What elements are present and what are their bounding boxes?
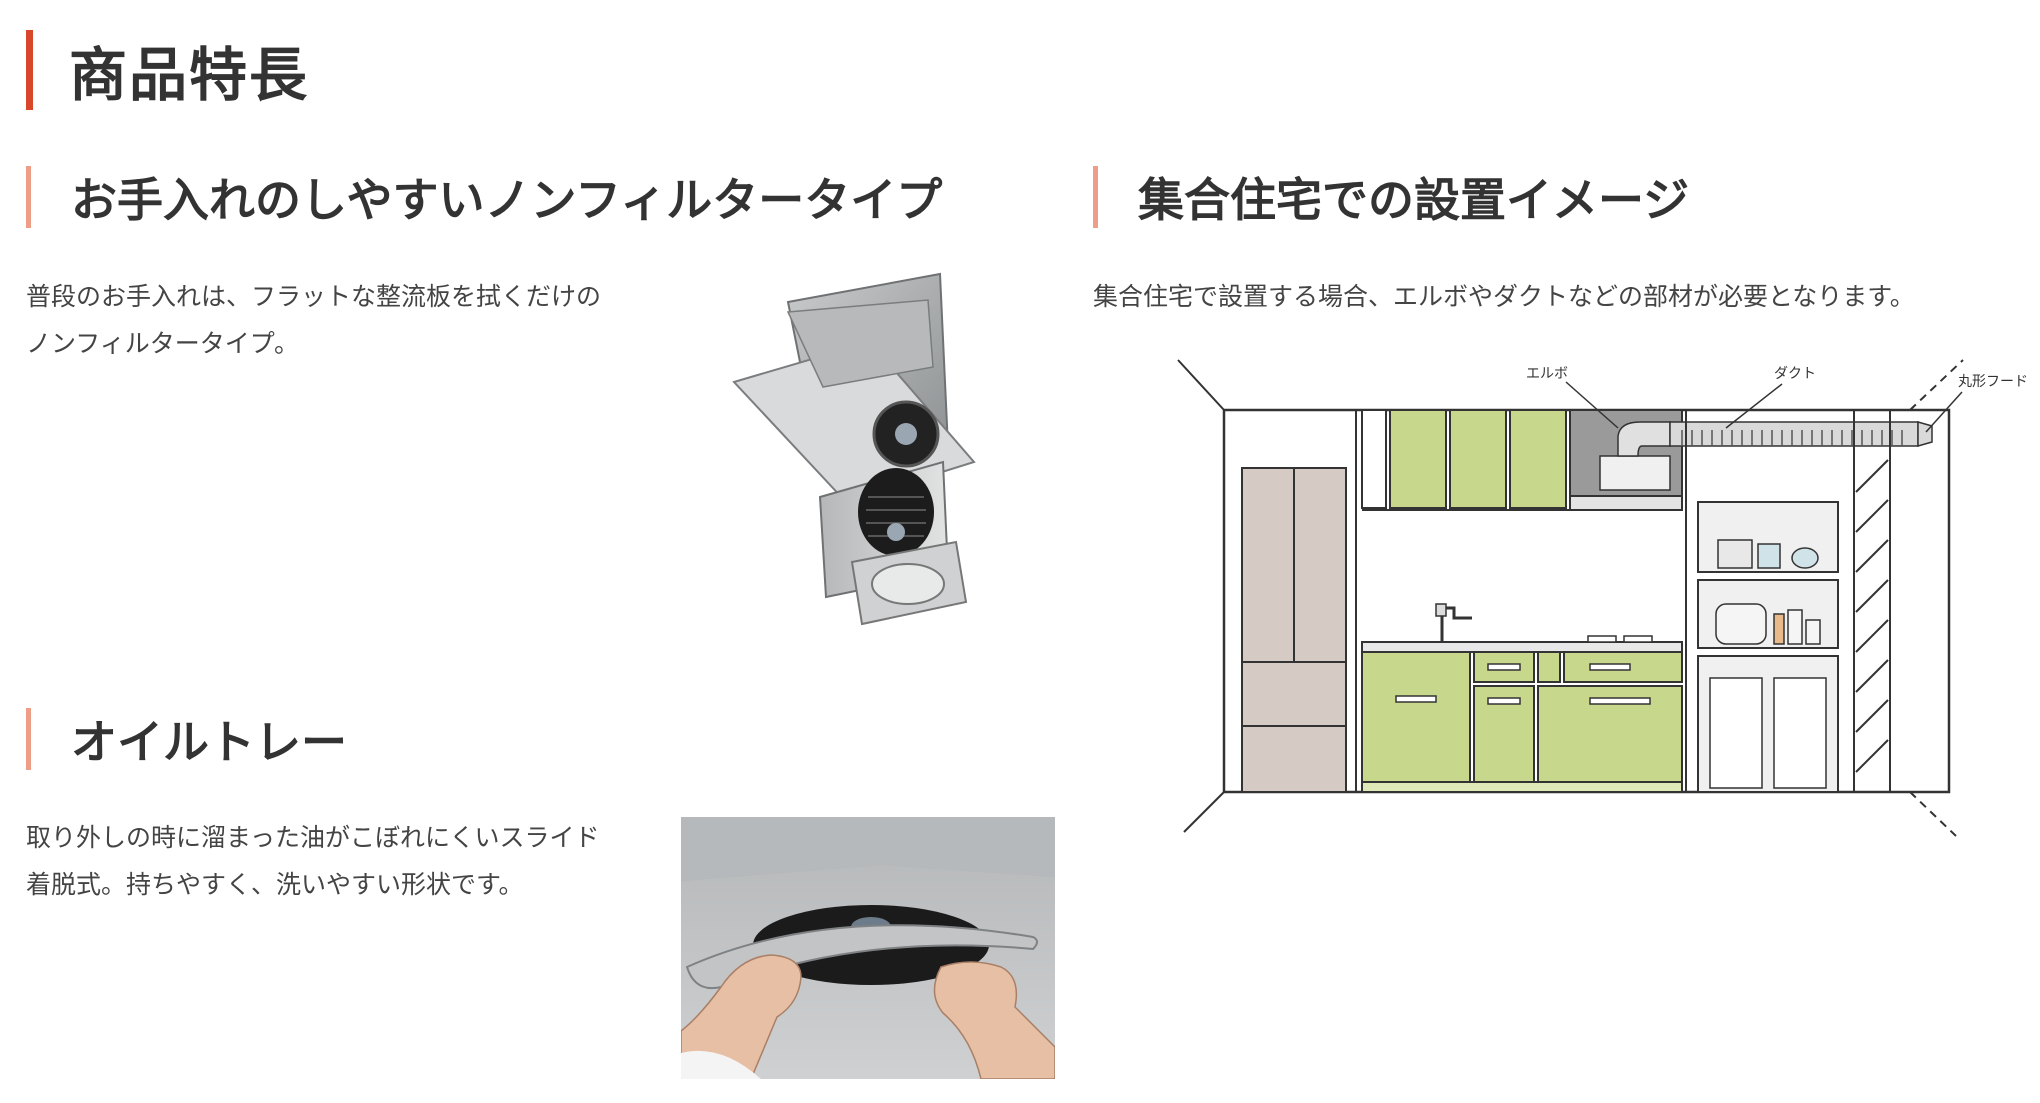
teapot [1791,547,1819,569]
countertop [1361,641,1683,653]
section-heading-oiltray: オイルトレー [26,708,347,770]
text-line: ノンフィルタータイプ。 [26,329,300,358]
page-title: 商品特長 [26,30,309,110]
section-text-nonfilter: 普段のお手入れは、フラットな整流板を拭くだけの ノンフィルタータイプ。 [26,273,601,367]
perspective-line [1183,791,1225,833]
left-hand [680,954,802,1080]
installation-diagram: エルボ ダクト 丸形フード [1170,352,2040,842]
range-hood-product-image [728,272,978,630]
faucet [1440,606,1472,642]
label-elbow: エルボ [1526,365,1568,381]
upper-cabinet [1509,409,1567,509]
section-heading-nonfilter: お手入れのしやすいノンフィルタータイプ [26,166,942,228]
wall-hatching [1855,459,1889,773]
text-line: 集合住宅で設置する場合、エルボやダクトなどの部材が必要となります。 [1093,282,1915,311]
text-line: 普段のお手入れは、フラットな整流板を拭くだけの [26,282,602,311]
text-line: 着脱式。持ちやすく、洗いやすい形状です。 [26,870,524,899]
upper-cabinet [1449,409,1507,509]
duct [1669,421,1919,447]
stove-burner [1587,635,1617,643]
range-hood [1599,455,1671,491]
bowl-stack [1757,543,1781,569]
label-duct: ダクト [1774,365,1816,381]
trash-bin [1709,677,1763,789]
lower-cabinet [1361,651,1471,783]
text-line: 取り外しの時に溜まった油がこぼれにくいスライド [26,823,600,852]
perspective-line [1177,359,1225,411]
round-hood [1917,421,1933,447]
stove-burner [1623,635,1653,643]
section-text-install: 集合住宅で設置する場合、エルボやダクトなどの部材が必要となります。 [1093,273,1915,320]
upper-cabinet [1389,409,1447,509]
section-text-oiltray: 取り外しの時に溜まった油がこぼれにくいスライド 着脱式。持ちやすく、洗いやすい形… [26,814,600,908]
trash-bin [1773,677,1827,789]
section-heading-install: 集合住宅での設置イメージ [1093,166,1689,228]
rice-cooker [1715,603,1767,645]
dish-stack [1717,539,1753,569]
label-round-hood: 丸形フード [1958,373,2028,389]
oil-tray-photo [680,817,1056,1080]
